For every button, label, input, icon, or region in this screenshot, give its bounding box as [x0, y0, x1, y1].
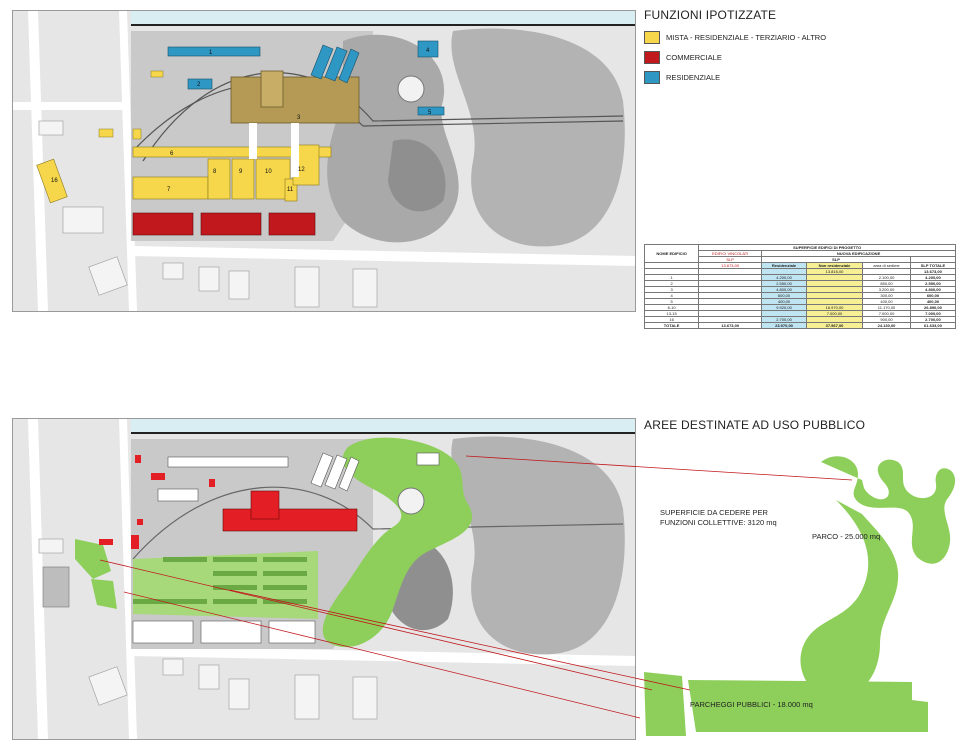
- leader-line-parking-2: [123, 591, 641, 719]
- public-areas-heading: AREE DESTINATE AD USO PUBBLICO: [644, 418, 866, 432]
- legend-label-residential: RESIDENZIALE: [666, 72, 721, 82]
- parco-label: PARCO - 25.000 mq: [812, 532, 881, 541]
- building-2: [187, 78, 213, 90]
- functions-site-plan-svg: 1 2 3 4 5 6 7 8 9 10 11 12 16: [13, 11, 635, 311]
- legend-label-commercial: COMMERCIALE: [666, 52, 722, 62]
- building-16: [36, 158, 68, 204]
- cede-line-2: FUNZIONI COLLETTIVE: 3120 mq: [660, 518, 777, 527]
- leader-line-parking-3: [229, 589, 691, 691]
- water-strip: [131, 11, 635, 25]
- label-11: 11: [287, 187, 294, 193]
- functions-site-plan: 1 2 3 4 5 6 7 8 9 10 11 12 16: [12, 10, 636, 312]
- table-total-row: TOTALE 13.673,00 23.970,00 37.567,00 24.…: [643, 322, 957, 329]
- legend-label-mixed: MISTA - RESIDENZIALE - TERZIARIO - ALTRO: [666, 32, 827, 42]
- label-4: 4: [426, 48, 430, 54]
- label-16: 16: [51, 178, 58, 184]
- label-10: 10: [265, 169, 272, 175]
- building-13: [132, 212, 194, 236]
- building-8: [207, 158, 231, 200]
- label-1: 1: [209, 50, 213, 56]
- label-5: 5: [428, 110, 432, 116]
- park-detail-shape: [821, 456, 956, 564]
- public-areas-site-plan-svg: [13, 419, 635, 739]
- project-area-table: NOME EDIFICIO SUPERFICIE EDIFICI DI PROG…: [643, 244, 957, 329]
- label-3: 3: [297, 115, 301, 121]
- legend-swatch-residential: [644, 70, 660, 84]
- label-6: 6: [170, 151, 174, 157]
- label-2: 2: [197, 82, 201, 88]
- table-total-name: TOTALE: [643, 322, 700, 329]
- parcheggi-label: PARCHEGGI PUBBLICI - 18.000 mq: [690, 700, 813, 709]
- public-areas-detail: [644, 456, 956, 736]
- building-15: [268, 212, 316, 236]
- legend-swatch-commercial: [644, 50, 660, 64]
- table-total-bound: 13.673,00: [698, 322, 763, 329]
- legend-commercial: COMMERCIALE: [644, 50, 722, 64]
- legend-residential: RESIDENZIALE: [644, 70, 720, 84]
- building-10: [255, 158, 291, 200]
- leader-line-park: [465, 455, 853, 481]
- label-7: 7: [167, 187, 171, 193]
- parking-detail-small: [644, 672, 686, 736]
- existing-buildings: [230, 76, 360, 124]
- building-14: [200, 212, 262, 236]
- cede-line-1: SUPERFICIE DA CEDERE PER: [660, 508, 768, 517]
- legend-mixed: MISTA - RESIDENZIALE - TERZIARIO - ALTRO: [644, 30, 826, 44]
- legend-swatch-mixed: [644, 30, 660, 44]
- public-areas-site-plan: [12, 418, 636, 740]
- leader-line-parking-1: [99, 559, 653, 691]
- building-5: [417, 106, 445, 116]
- park-area-map: [322, 437, 473, 648]
- building-1: [167, 46, 261, 57]
- label-9: 9: [239, 169, 243, 175]
- building-9: [231, 158, 255, 200]
- label-12: 12: [298, 167, 305, 173]
- building-4: [417, 40, 439, 58]
- functions-heading: FUNZIONI IPOTIZZATE: [644, 8, 777, 22]
- label-8: 8: [213, 169, 217, 175]
- parking-detail-large: [688, 680, 928, 732]
- building-3: [310, 44, 360, 84]
- building-6: [132, 146, 332, 158]
- table-total-total: 61.633,00: [909, 322, 957, 329]
- table-total-nonres: 37.567,00: [805, 322, 864, 329]
